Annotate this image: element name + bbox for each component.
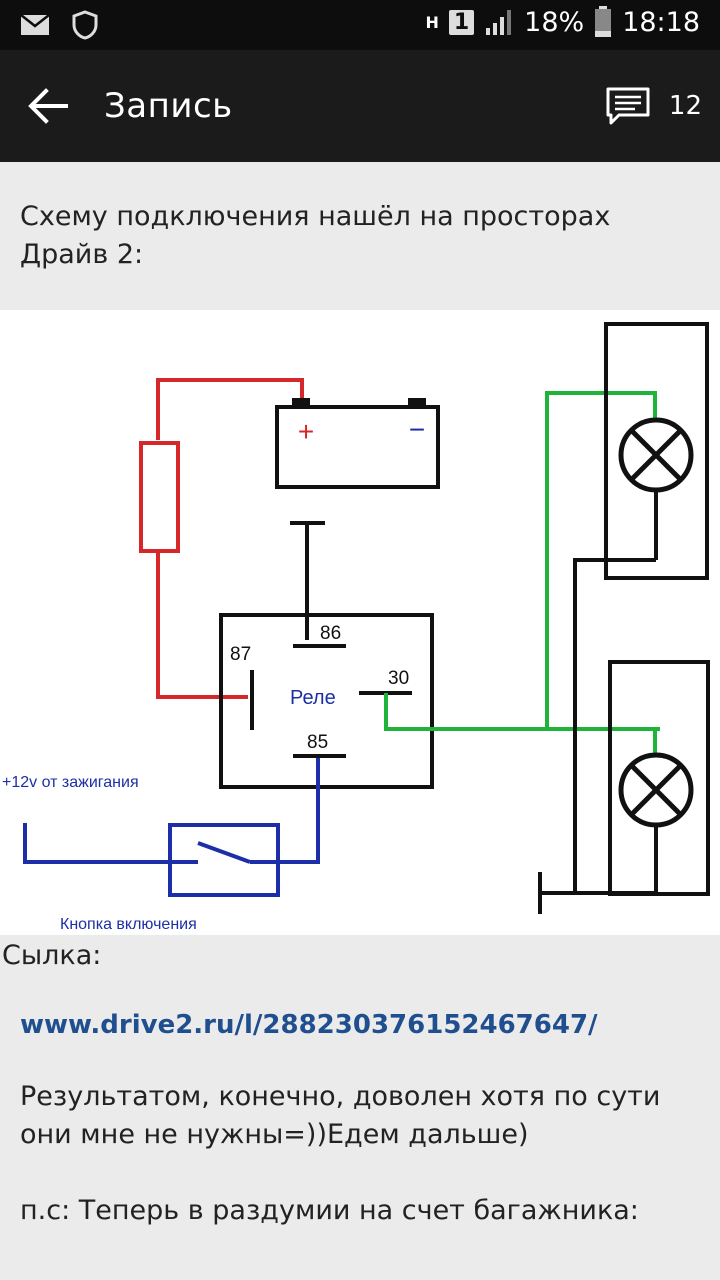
link-label-text: Сылка: <box>2 940 102 971</box>
battery-terminal-plus <box>292 398 310 408</box>
post-intro-text: Схему подключения нашёл на просторах Дра… <box>20 201 611 270</box>
upper-lamp-cross-b <box>629 428 683 482</box>
upper-lamp-housing <box>604 322 709 580</box>
wiring-diagram: + − 86 87 30 85 Реле <box>0 310 720 935</box>
app-bar: Запись 12 <box>0 50 720 162</box>
post-ps-text: п.с: Теперь в раздумии на счет багажника… <box>20 1195 639 1226</box>
signal-icon <box>486 10 512 35</box>
wiring-diagram-svg: + − 86 87 30 85 Реле <box>2 322 710 933</box>
red-wire-bottom <box>156 551 248 699</box>
relay-box <box>219 613 434 789</box>
ignition-label: +12v от зажигания <box>2 774 139 791</box>
pin-87-label: 87 <box>230 644 251 665</box>
battery-icon <box>595 6 612 37</box>
battery <box>275 405 440 489</box>
status-bar: H 1 18% 18:18 <box>0 0 720 50</box>
mail-icon <box>20 14 50 35</box>
sim-badge: 1 <box>448 9 475 35</box>
blue-wire-to-85 <box>250 758 320 864</box>
green-wire-upper-lamp <box>545 391 657 729</box>
battery-percent: 18% <box>524 6 585 38</box>
lower-lamp-housing <box>608 660 710 896</box>
comment-icon <box>606 87 650 125</box>
drive2-link[interactable]: www.drive2.ru/l/288230376152467647/ <box>20 1010 598 1040</box>
battery-minus-label: − <box>409 414 425 445</box>
battery-terminal-minus <box>408 398 426 408</box>
red-wire-top <box>156 378 304 440</box>
comments-button[interactable]: 12 <box>605 86 702 126</box>
pin-30-label: 30 <box>388 668 409 689</box>
shield-icon <box>72 10 98 40</box>
comments-count: 12 <box>668 91 702 121</box>
lower-lamp-cross-b <box>629 763 683 817</box>
green-wire-main <box>384 693 660 731</box>
button-label: Кнопка включения <box>60 916 197 933</box>
pin-86-label: 86 <box>320 623 341 644</box>
pin-85-label: 85 <box>307 732 328 753</box>
battery-plus-label: + <box>298 416 314 447</box>
back-arrow-icon[interactable] <box>26 84 70 128</box>
post-result-text: Результатом, конечно, доволен хотя по су… <box>20 1081 661 1150</box>
ground-rail <box>573 558 656 895</box>
network-type: H <box>425 12 439 32</box>
blue-wire-ignition <box>23 823 170 864</box>
clock: 18:18 <box>622 6 700 38</box>
page-title: Запись <box>104 86 233 126</box>
fuse <box>139 441 180 553</box>
relay-label: Реле <box>290 687 336 709</box>
switch-lever <box>197 841 251 864</box>
